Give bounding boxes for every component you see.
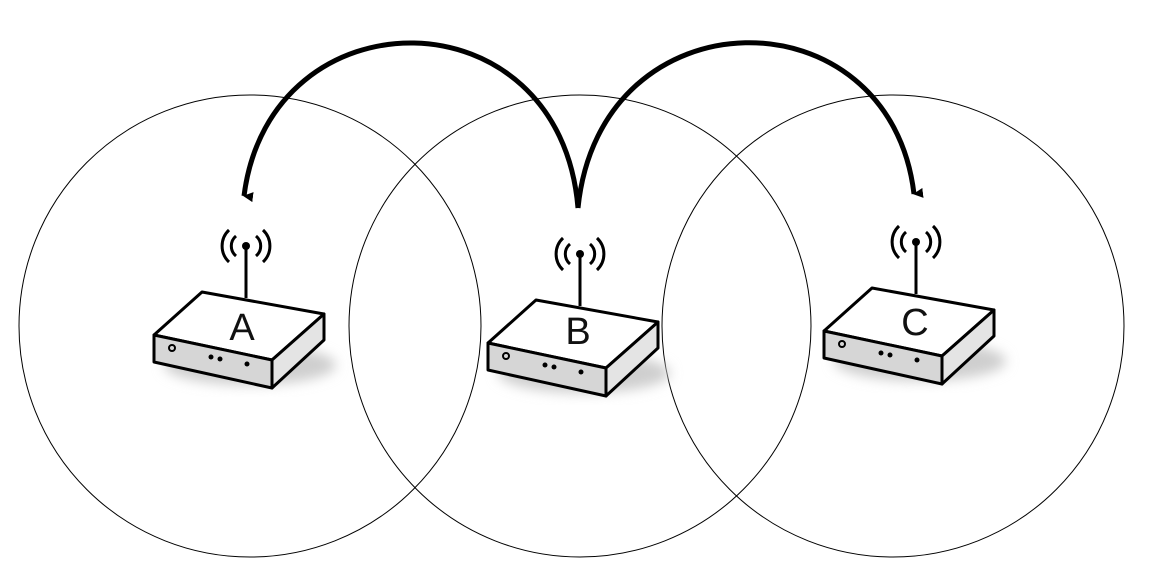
wifi-signal-icon xyxy=(890,224,942,260)
router-a: A xyxy=(152,228,336,390)
wifi-signal-icon xyxy=(554,236,606,272)
router-icon xyxy=(152,248,336,390)
router-icon xyxy=(486,256,670,398)
router-label-c: C xyxy=(901,302,928,344)
router-label-b: B xyxy=(565,311,590,353)
router-icon xyxy=(822,244,1006,386)
hop-arrow-b-to-c xyxy=(575,40,924,209)
router-b: B xyxy=(486,236,670,398)
hop-arrow-b-to-a xyxy=(241,40,581,209)
coverage-circle-c xyxy=(661,94,1125,558)
wifi-signal-icon xyxy=(220,228,272,264)
router-label-a: A xyxy=(229,307,255,349)
router-c: C xyxy=(822,224,1006,386)
coverage-circle-b xyxy=(348,94,812,558)
coverage-circle-a xyxy=(18,94,482,558)
